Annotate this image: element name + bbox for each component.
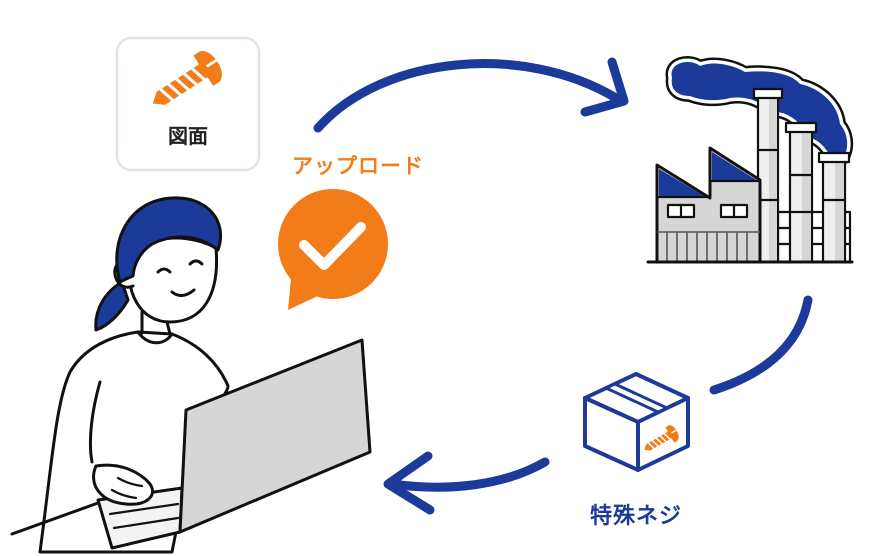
person-illustration xyxy=(10,196,372,554)
box-tape xyxy=(604,382,669,414)
laptop-lid xyxy=(178,338,372,534)
factory-building xyxy=(655,146,762,264)
drawing-card: 図面 xyxy=(115,36,261,172)
arrowhead xyxy=(383,451,435,515)
checkmark-icon xyxy=(299,222,366,270)
upload-arrow xyxy=(313,57,629,133)
upload-label: アップロード xyxy=(292,154,424,178)
arrowhead xyxy=(580,57,629,117)
factory-illustration xyxy=(646,56,854,264)
laptop xyxy=(92,338,372,550)
package-box-icon xyxy=(583,372,690,472)
ponytail xyxy=(94,280,130,332)
delivery-arrow xyxy=(709,295,813,395)
chimney xyxy=(784,121,818,264)
smile xyxy=(170,288,196,297)
factory-window xyxy=(666,203,696,219)
drawing-label: 図面 xyxy=(168,124,208,148)
return-arrow xyxy=(383,451,550,515)
hair xyxy=(115,196,223,284)
hand xyxy=(92,463,154,506)
eyes xyxy=(156,259,204,274)
special-screw-label: 特殊ネジ xyxy=(590,503,682,529)
desk-line xyxy=(10,501,100,536)
checkmark-bubble-icon xyxy=(278,189,388,310)
arm xyxy=(88,380,102,464)
factory-window xyxy=(719,203,749,219)
chimney xyxy=(817,151,851,264)
